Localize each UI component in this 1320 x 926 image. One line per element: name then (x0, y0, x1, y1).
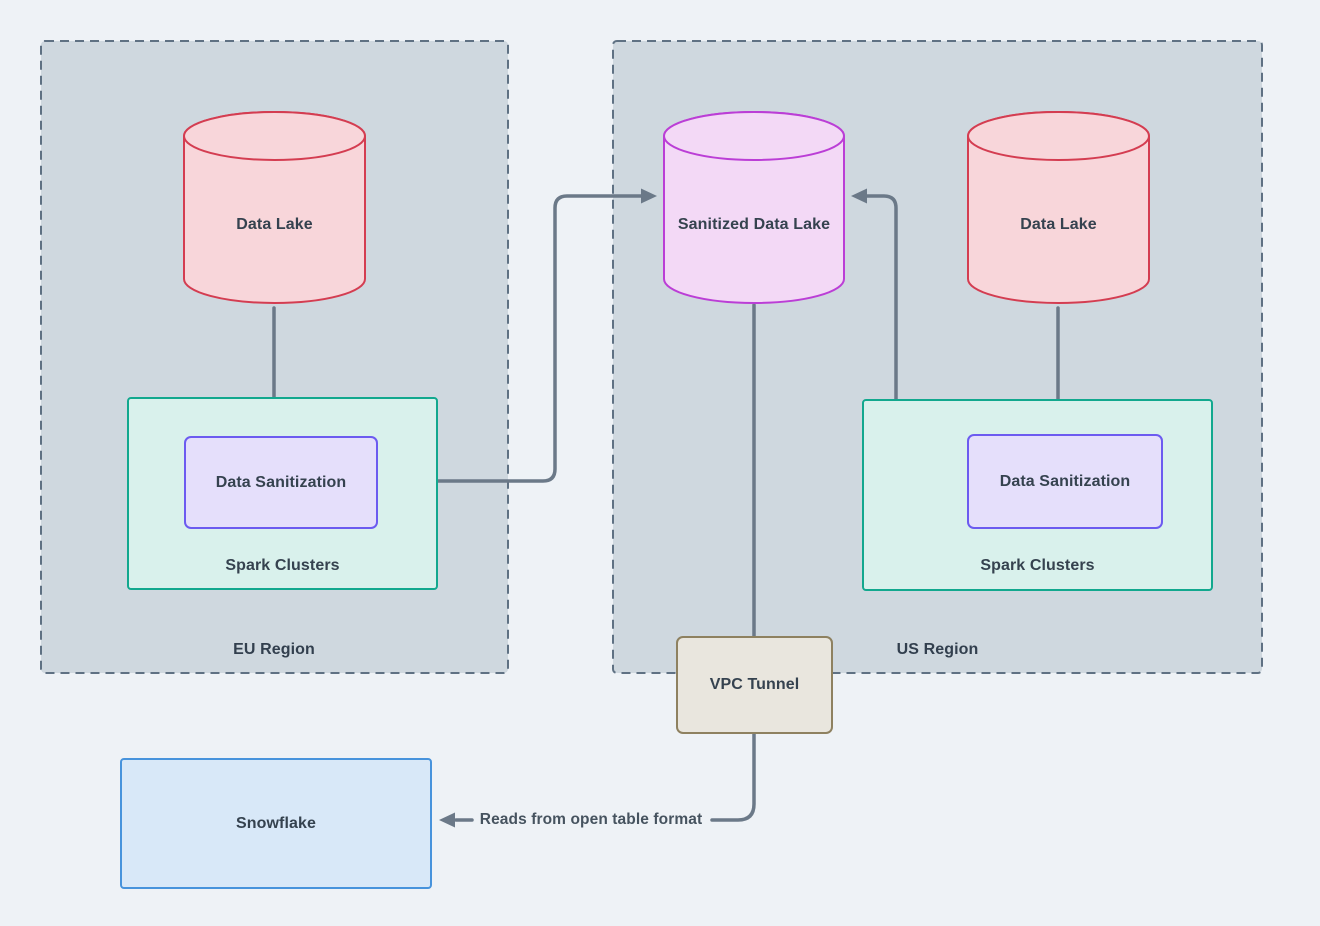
us-data-sanitization-box (967, 434, 1163, 529)
us-data-lake-cylinder (967, 111, 1150, 304)
arrowhead-into-sanitized-right (851, 188, 867, 204)
eu-data-sanitization-box (184, 436, 378, 529)
arrowhead-into-sanitized-left (641, 188, 657, 204)
edge-eu-sanitization-to-sanitized-lake (375, 194, 644, 483)
vpc-tunnel-box (676, 636, 833, 734)
eu-data-lake-cylinder (183, 111, 366, 304)
edge-sanitized-lake-to-label (710, 303, 756, 822)
snowflake-box (120, 758, 432, 889)
sanitized-data-lake-cylinder (663, 111, 845, 304)
arrowhead-into-snowflake (439, 812, 455, 828)
